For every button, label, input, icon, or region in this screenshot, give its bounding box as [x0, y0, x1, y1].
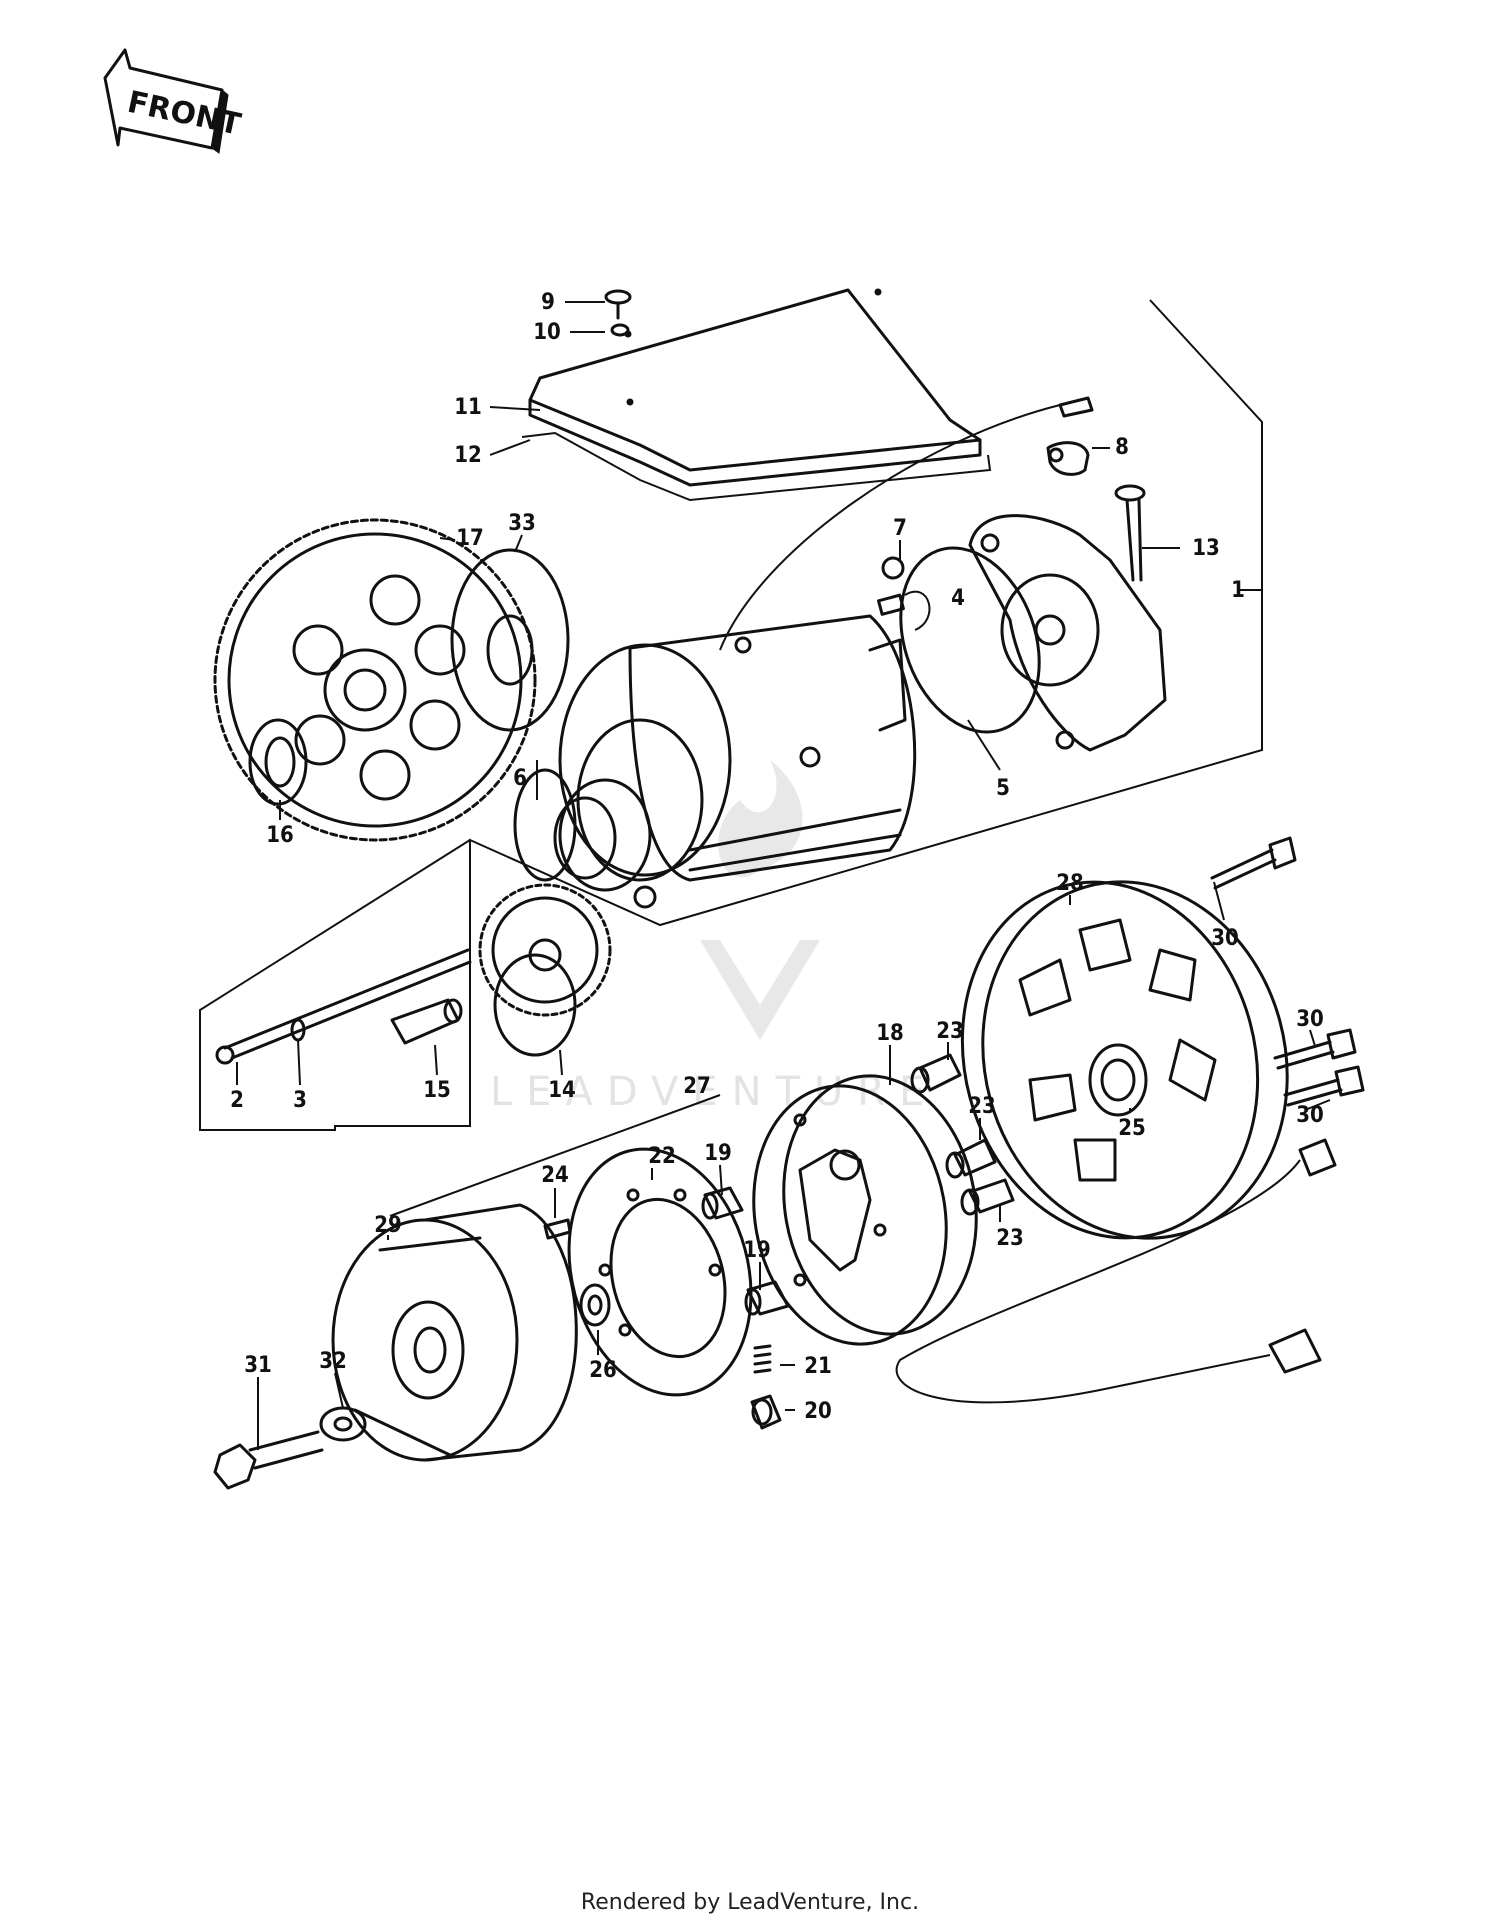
- callout-6: 6: [513, 766, 527, 791]
- flywheel: [331, 1203, 578, 1462]
- starter-o-ring: [513, 768, 577, 882]
- reduction-gear: [478, 883, 612, 1057]
- stator-bolt-2: [1273, 1028, 1357, 1070]
- callout-19b: 19: [743, 1238, 771, 1263]
- spring-cap: [750, 1394, 782, 1430]
- rotor-plate: [567, 1147, 753, 1397]
- callout-33: 33: [508, 511, 536, 536]
- stator-connector: [1268, 1328, 1322, 1374]
- starter-motor: [553, 614, 917, 909]
- starter-lead-wire: [719, 404, 1061, 651]
- thrust-washer: [248, 718, 308, 806]
- rotor-bolt-3: [960, 1178, 1015, 1216]
- rotor-bolt-1: [910, 1053, 962, 1094]
- callout-26: 26: [589, 1358, 617, 1383]
- callout-17: 17: [456, 526, 484, 551]
- starter-cover: [528, 288, 982, 487]
- o-ring: [899, 546, 1041, 734]
- callout-14: 14: [548, 1078, 576, 1103]
- rotor-washer: [579, 1283, 611, 1327]
- callout-27: 27: [683, 1074, 711, 1099]
- callout-labels: 1 2 3 4 5 6 7 8 9 10 11 12 13 14 15 16 1…: [230, 290, 1324, 1424]
- clutch-roller-2: [744, 1280, 790, 1316]
- callout-4: 4: [951, 586, 965, 611]
- rotor-bolt-2: [945, 1138, 997, 1179]
- gear-shaft: [215, 948, 472, 1065]
- dowel-pin: [543, 1218, 572, 1240]
- callout-32: 32: [319, 1349, 347, 1374]
- callout-1: 1: [1231, 578, 1245, 603]
- callout-16: 16: [266, 823, 294, 848]
- alternator-rotor: [752, 1074, 978, 1346]
- callout-2: 2: [230, 1088, 244, 1113]
- callout-18: 18: [876, 1021, 904, 1046]
- callout-10: 10: [533, 320, 561, 345]
- callout-24: 24: [541, 1163, 569, 1188]
- callout-30b: 30: [1296, 1007, 1324, 1032]
- callout-22: 22: [648, 1144, 676, 1169]
- callout-23b: 23: [968, 1094, 996, 1119]
- callout-19a: 19: [704, 1141, 732, 1166]
- callout-28: 28: [1056, 871, 1084, 896]
- callout-31: 31: [244, 1353, 272, 1378]
- callout-12: 12: [454, 443, 482, 468]
- starter-idler-gear: [213, 518, 537, 842]
- starter-end-cover: [968, 514, 1167, 752]
- callout-11: 11: [454, 395, 482, 420]
- callout-7: 7: [893, 516, 907, 541]
- gear-spacer: [450, 548, 570, 732]
- stator-bolt-1: [1210, 836, 1297, 890]
- through-bolt: [1114, 484, 1146, 582]
- callout-5: 5: [996, 776, 1010, 801]
- stator-wire: [895, 1159, 1301, 1404]
- callout-8: 8: [1115, 435, 1129, 460]
- shaft-collar: [390, 998, 463, 1045]
- front-arrow-icon: FRONT: [103, 48, 244, 154]
- leadventure-watermark: LEADVENTURE: [490, 760, 924, 1115]
- cover-gasket: [521, 431, 992, 502]
- leader-lines: [236, 301, 1331, 1450]
- callout-23c: 23: [996, 1226, 1024, 1251]
- flywheel-bolt: [213, 1430, 324, 1490]
- callout-29: 29: [374, 1213, 402, 1238]
- alternator-stator: [960, 880, 1289, 1240]
- brush-spring: [881, 556, 905, 580]
- cover-screw: [604, 289, 632, 337]
- footer-credit: Rendered by LeadVenture, Inc.: [580, 1890, 920, 1915]
- callout-20: 20: [804, 1399, 832, 1424]
- callout-9: 9: [541, 290, 555, 315]
- starter-assembly-outline: [199, 299, 1263, 1131]
- stator-bolt-3: [1283, 1065, 1365, 1107]
- callout-30a: 30: [1211, 926, 1239, 951]
- callout-3: 3: [293, 1088, 307, 1113]
- callout-15: 15: [423, 1078, 451, 1103]
- callout-23a: 23: [936, 1019, 964, 1044]
- callout-25: 25: [1118, 1116, 1146, 1141]
- callout-21: 21: [804, 1354, 832, 1379]
- clutch-spring: [753, 1344, 772, 1374]
- terminal-insulator: [1046, 441, 1090, 476]
- callout-30c: 30: [1296, 1103, 1324, 1128]
- callout-13: 13: [1192, 536, 1220, 561]
